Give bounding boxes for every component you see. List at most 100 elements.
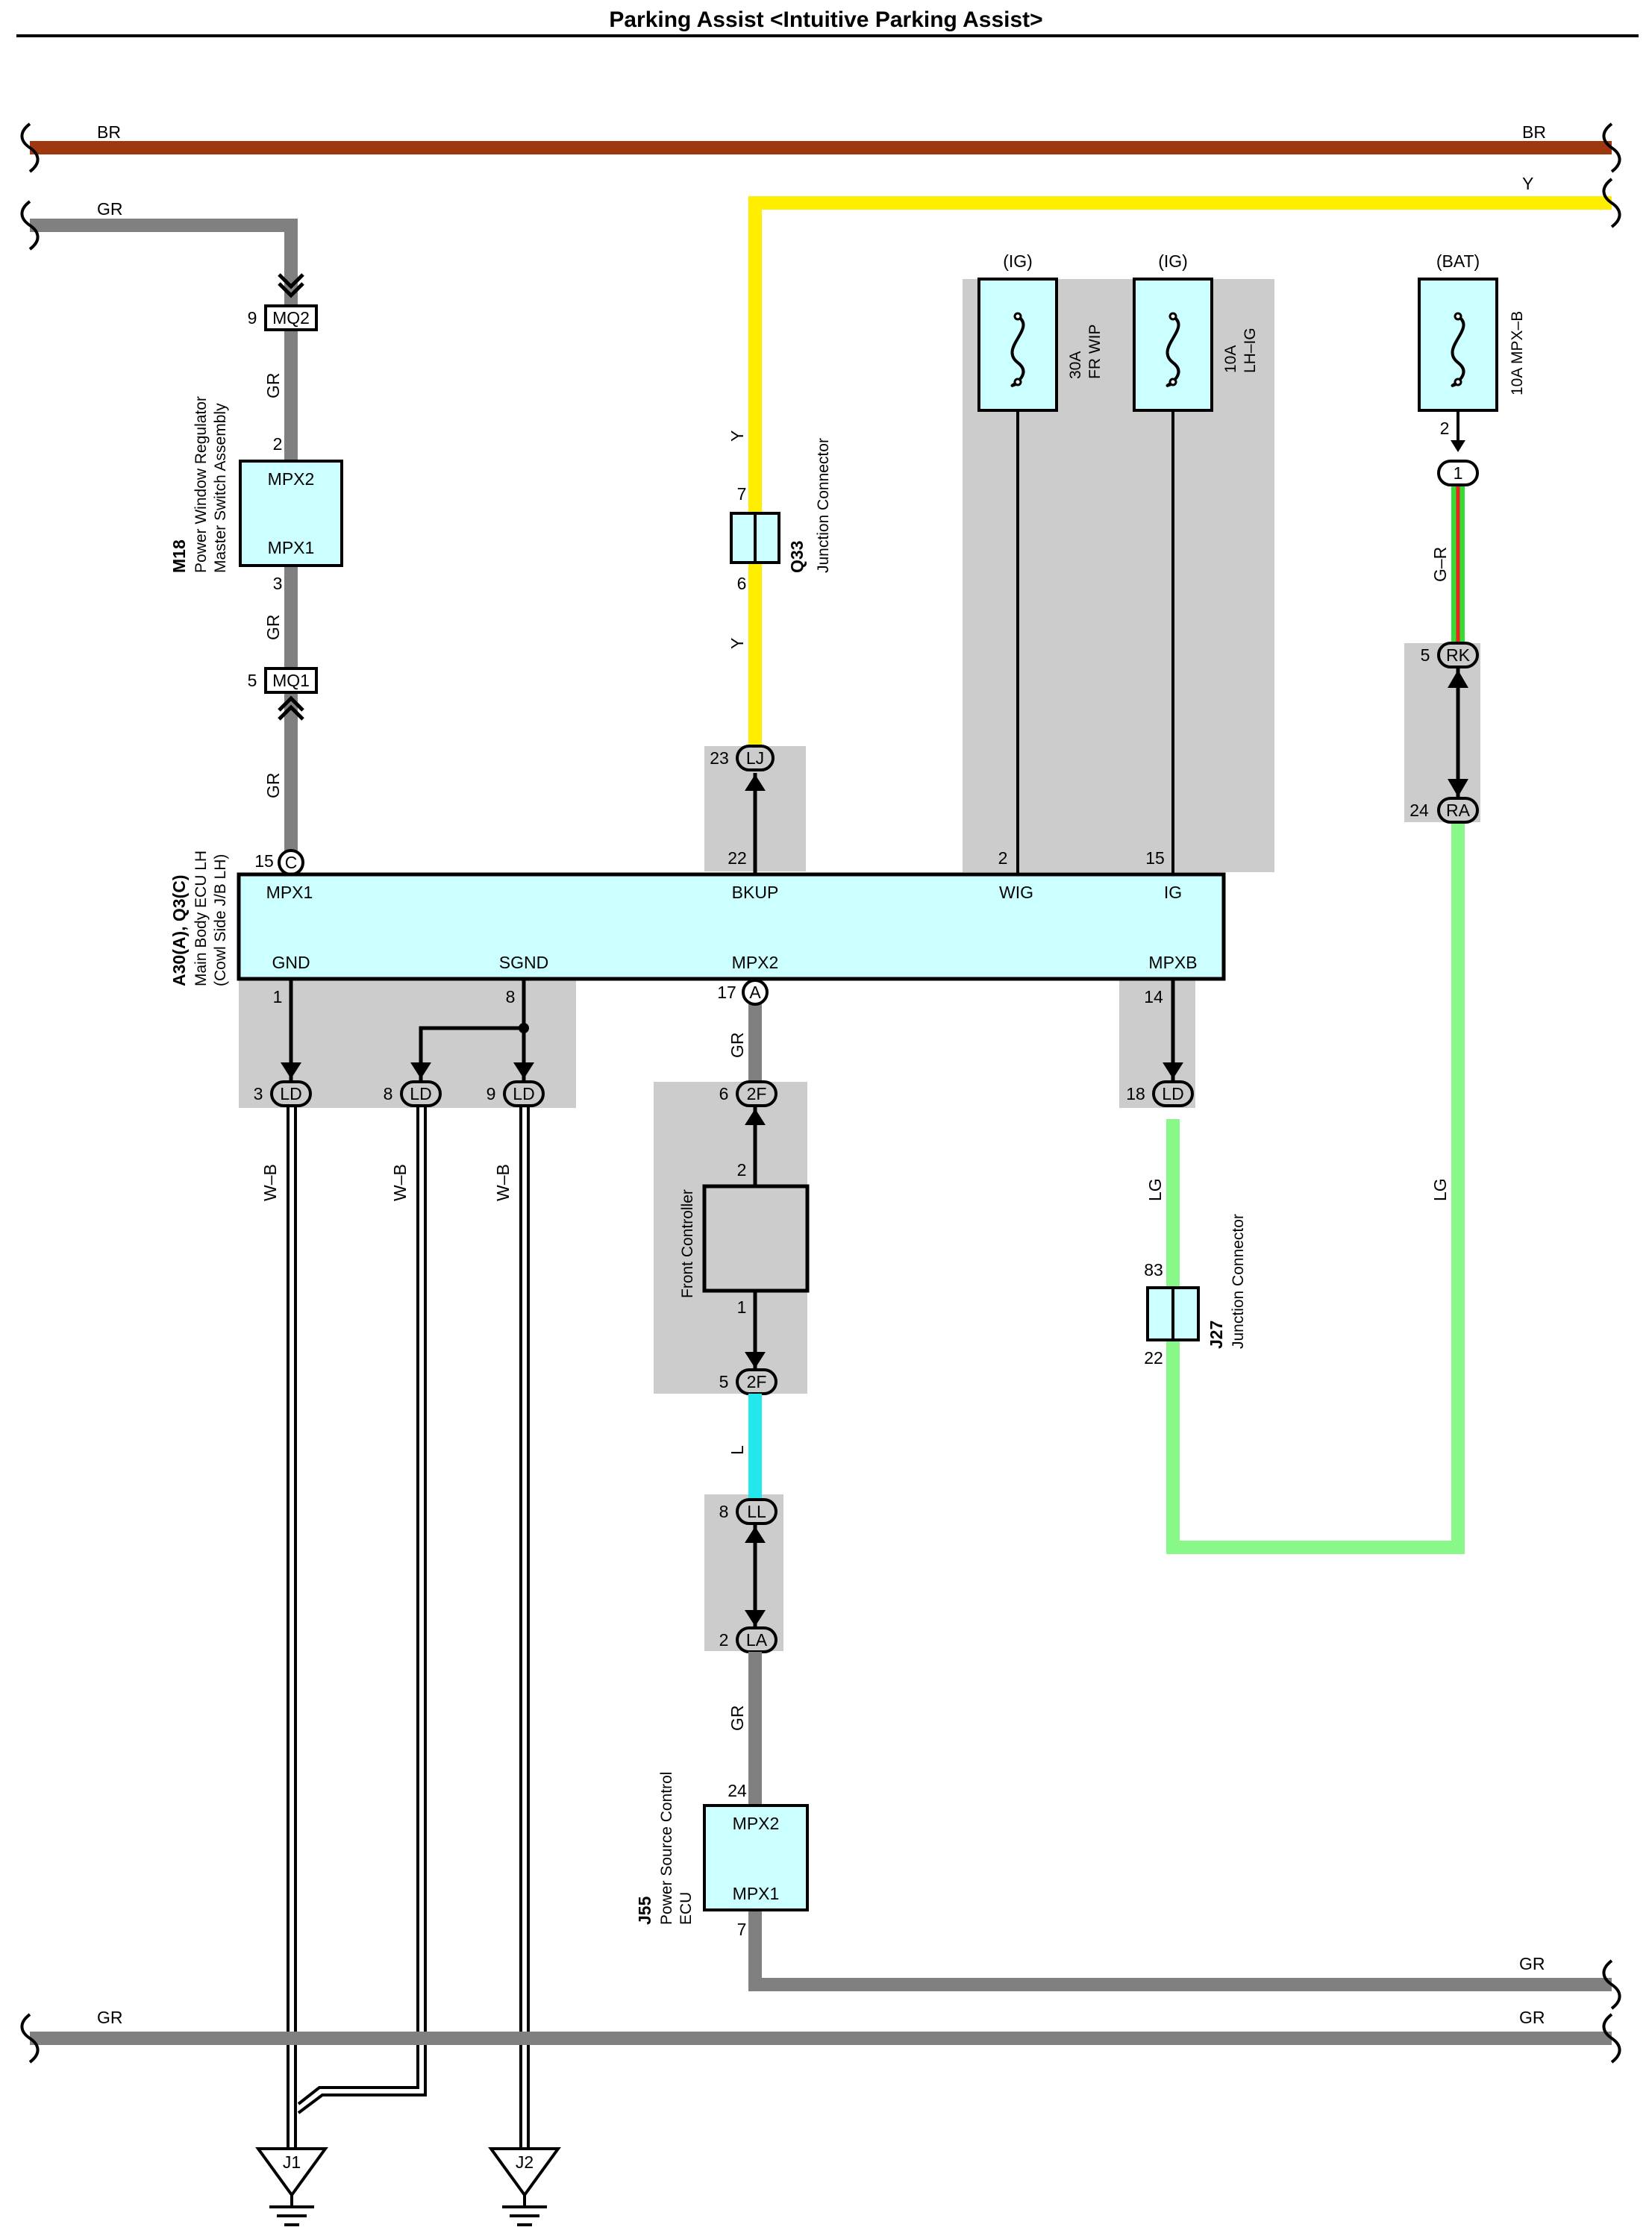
svg-text:RA: RA xyxy=(1446,801,1471,820)
svg-text:1: 1 xyxy=(273,987,283,1006)
svg-text:FR WIP: FR WIP xyxy=(1086,325,1104,380)
svg-text:7: 7 xyxy=(737,484,747,504)
svg-text:GR: GR xyxy=(97,199,123,219)
svg-text:10A: 10A xyxy=(1222,345,1239,373)
svg-text:C: C xyxy=(285,853,298,872)
fuse-fr-wip: (IG) 30A FR WIP xyxy=(977,251,1104,874)
svg-text:BR: BR xyxy=(97,122,121,142)
svg-text:Master Switch Assembly: Master Switch Assembly xyxy=(212,403,229,573)
svg-text:GR: GR xyxy=(263,615,283,641)
svg-text:9: 9 xyxy=(248,308,257,328)
fuse-lh-ig: (IG) 10A LH–IG xyxy=(1133,251,1259,874)
svg-text:GR: GR xyxy=(728,1706,747,1732)
svg-text:A30(A), Q3(C): A30(A), Q3(C) xyxy=(169,874,189,986)
svg-text:5: 5 xyxy=(248,671,257,690)
fuse-mpx-b: (BAT) 10A MPX–B 2 xyxy=(1418,251,1526,452)
svg-text:BKUP: BKUP xyxy=(732,883,779,902)
svg-text:W–B: W–B xyxy=(493,1164,513,1201)
svg-text:30A: 30A xyxy=(1067,351,1084,379)
svg-text:LL: LL xyxy=(747,1502,766,1521)
svg-text:(IG): (IG) xyxy=(1003,251,1033,271)
svg-text:LA: LA xyxy=(746,1630,768,1650)
svg-text:15: 15 xyxy=(1145,848,1165,868)
svg-text:(IG): (IG) xyxy=(1158,251,1188,271)
mpxb-branch: LD 18 xyxy=(1126,979,1194,1107)
svg-text:MPX2: MPX2 xyxy=(268,469,315,489)
svg-text:1: 1 xyxy=(737,1297,747,1317)
svg-text:LD: LD xyxy=(410,1084,431,1103)
svg-text:24: 24 xyxy=(1409,801,1429,820)
wire-break-marks xyxy=(20,122,1621,2064)
gr-wire-j55: GR GR xyxy=(728,1652,1612,1991)
svg-text:2: 2 xyxy=(998,848,1008,868)
svg-text:Y: Y xyxy=(1522,174,1533,193)
svg-text:LG: LG xyxy=(1430,1178,1450,1201)
component-j55: MPX2 MPX1 24 7 J55 Power Source Control … xyxy=(635,1772,809,1939)
svg-text:GR: GR xyxy=(97,2008,123,2027)
main-body-ecu: C 15 22 2 15 MPX1 BKUP WIG IG GND SGND M… xyxy=(169,848,1226,1006)
svg-text:14: 14 xyxy=(1144,987,1163,1006)
svg-text:2F: 2F xyxy=(747,1084,767,1103)
svg-text:10A MPX–B: 10A MPX–B xyxy=(1509,311,1526,395)
svg-text:2: 2 xyxy=(737,1160,747,1180)
connector-mq2: MQ2 9 xyxy=(248,273,318,331)
svg-text:RK: RK xyxy=(1446,645,1471,665)
svg-text:W–B: W–B xyxy=(260,1164,280,1201)
svg-text:Power Window Regulator: Power Window Regulator xyxy=(193,396,210,573)
svg-text:Y: Y xyxy=(728,638,747,649)
svg-text:LD: LD xyxy=(1162,1084,1183,1103)
br-bus: BR BR xyxy=(30,122,1612,154)
connector-mq1: MQ1 5 xyxy=(248,667,318,721)
y-wire: Y Y Y xyxy=(728,174,1612,746)
svg-text:2: 2 xyxy=(719,1630,729,1650)
svg-text:MPX1: MPX1 xyxy=(268,538,315,557)
l-wire: L xyxy=(728,1394,762,1500)
svg-text:Power Source Control: Power Source Control xyxy=(658,1772,675,1925)
connector-1: 1 G–R xyxy=(1430,460,1479,643)
svg-text:(BAT): (BAT) xyxy=(1436,251,1480,271)
svg-text:Main Body ECU LH: Main Body ECU LH xyxy=(193,851,210,986)
svg-text:W–B: W–B xyxy=(390,1164,410,1201)
svg-text:6: 6 xyxy=(737,574,747,593)
page-title: Parking Assist <Intuitive Parking Assist… xyxy=(609,7,1042,32)
svg-text:GR: GR xyxy=(1519,2008,1545,2027)
svg-text:9: 9 xyxy=(486,1084,496,1103)
svg-text:J55: J55 xyxy=(635,1896,654,1925)
ground-j2: J2 xyxy=(488,2147,561,2226)
ground-j1: J1 xyxy=(255,2147,328,2226)
svg-text:LJ: LJ xyxy=(746,748,764,768)
component-q33: 7 6 Q33 Junction Connector xyxy=(730,438,832,593)
svg-text:22: 22 xyxy=(1144,1348,1163,1368)
wb-wires: W–B W–B W–B xyxy=(260,1106,530,2149)
svg-text:22: 22 xyxy=(728,848,747,868)
svg-text:A: A xyxy=(749,983,761,1002)
svg-text:L: L xyxy=(728,1445,747,1455)
svg-text:Junction Connector: Junction Connector xyxy=(1230,1214,1247,1349)
component-j27: 83 22 J27 Junction Connector xyxy=(1144,1214,1247,1368)
svg-text:WIG: WIG xyxy=(999,883,1033,902)
svg-text:2: 2 xyxy=(1440,419,1450,438)
connector-rk-ra: RK 5 RA 24 xyxy=(1409,642,1479,824)
svg-text:2F: 2F xyxy=(747,1372,767,1391)
svg-text:7: 7 xyxy=(737,1920,747,1939)
gr-wire-m18: GR GR GR GR xyxy=(30,199,298,858)
svg-text:IG: IG xyxy=(1164,883,1182,902)
svg-text:MPXB: MPXB xyxy=(1148,953,1197,972)
component-m18: MPX2 MPX1 2 3 M18 Power Window Regulator… xyxy=(169,396,343,593)
svg-text:BR: BR xyxy=(1522,122,1546,142)
svg-text:3: 3 xyxy=(273,574,283,593)
svg-text:3: 3 xyxy=(254,1084,263,1103)
svg-text:MPX2: MPX2 xyxy=(732,953,779,972)
svg-text:GR: GR xyxy=(263,373,283,399)
svg-text:1: 1 xyxy=(1454,463,1463,483)
ground-branches: LD 3 LD 8 LD 9 xyxy=(254,979,545,1107)
svg-text:5: 5 xyxy=(1421,645,1430,665)
svg-text:MPX1: MPX1 xyxy=(733,1884,780,1903)
svg-text:Junction Connector: Junction Connector xyxy=(815,438,832,573)
svg-text:LD: LD xyxy=(513,1084,534,1103)
svg-text:LH–IG: LH–IG xyxy=(1242,328,1259,373)
svg-text:17: 17 xyxy=(717,983,736,1002)
svg-text:15: 15 xyxy=(254,851,274,871)
svg-text:6: 6 xyxy=(719,1084,729,1103)
